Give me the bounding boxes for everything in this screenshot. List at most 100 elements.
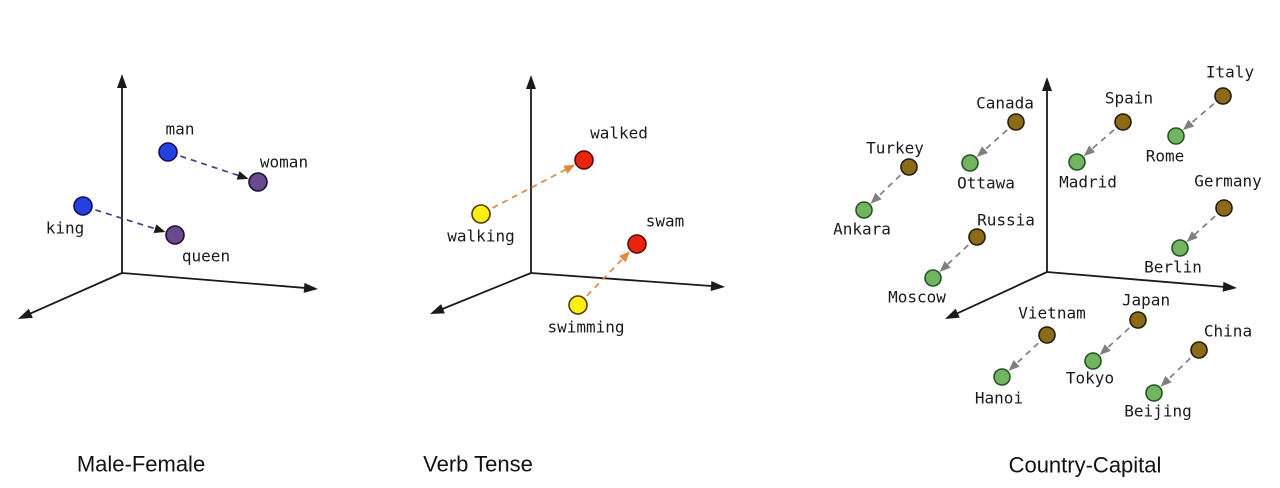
point-label-man: man	[166, 120, 195, 139]
relation-arrowhead-icon-madrid	[1083, 145, 1096, 157]
point-label-walking: walking	[447, 227, 514, 246]
relation-arrowhead-icon-tokyo	[1099, 344, 1111, 355]
point-label-vietnam: Vietnam	[1018, 304, 1085, 323]
point-label-italy: Italy	[1206, 63, 1255, 82]
point-japan	[1129, 311, 1147, 329]
point-ottawa	[961, 154, 979, 172]
point-ankara	[855, 201, 873, 219]
point-berlin	[1171, 239, 1189, 257]
point-queen	[165, 225, 185, 245]
point-canada	[1007, 113, 1025, 131]
relation-arrow-turkey-ankara	[875, 174, 901, 199]
point-tokyo	[1084, 352, 1102, 370]
point-spain	[1114, 113, 1132, 131]
panel-caption-male-female: Male-Female	[77, 452, 205, 477]
point-label-canada: Canada	[976, 94, 1034, 113]
axis-left	[26, 272, 123, 316]
point-label-ankara: Ankara	[833, 220, 891, 239]
axis-right	[1046, 271, 1228, 289]
axis-left-arrowhead-icon	[430, 304, 445, 314]
axis-left-arrowhead-icon	[945, 308, 960, 319]
point-china	[1190, 341, 1208, 359]
axis-up-arrowhead-icon	[117, 74, 127, 88]
point-turkey	[900, 158, 918, 176]
relation-arrow-canada-ottawa	[982, 129, 1008, 153]
point-label-beijing: Beijing	[1124, 402, 1191, 421]
point-woman	[248, 172, 268, 192]
relation-arrow-russia-moscow	[944, 244, 969, 268]
point-italy	[1214, 87, 1232, 105]
panel-caption-verb-tense: Verb Tense	[423, 452, 533, 477]
point-swimming	[568, 295, 588, 315]
relation-arrowhead-icon-ottawa	[976, 146, 988, 158]
point-hanoi	[993, 368, 1011, 386]
relation-arrow-italy-rome	[1188, 103, 1215, 126]
point-king	[73, 196, 93, 216]
relation-arrow-swimming-swam	[586, 256, 626, 297]
axis-left	[438, 272, 532, 312]
point-swam	[627, 234, 647, 254]
panel-caption-country-capital: Country-Capital	[1009, 453, 1162, 478]
point-label-ottawa: Ottawa	[957, 174, 1015, 193]
point-label-walked: walked	[590, 124, 648, 143]
point-moscow	[924, 269, 942, 287]
point-label-moscow: Moscow	[888, 288, 946, 307]
relation-arrow-king-queen	[95, 209, 159, 231]
relation-arrow-germany-berlin	[1192, 215, 1216, 238]
relation-arrow-spain-madrid	[1089, 129, 1115, 152]
point-label-china: China	[1204, 322, 1252, 341]
point-beijing	[1145, 384, 1163, 402]
point-label-madrid: Madrid	[1059, 173, 1117, 192]
relation-arrow-vietnam-hanoi	[1013, 342, 1039, 367]
relation-arrowhead-icon-hanoi	[1008, 360, 1020, 371]
point-label-spain: Spain	[1105, 89, 1153, 108]
point-russia	[968, 228, 986, 246]
relation-arrowhead-icon-queen	[153, 224, 166, 233]
relation-arrowhead-icon-berlin	[1186, 231, 1198, 242]
point-vietnam	[1038, 326, 1056, 344]
point-label-hanoi: Hanoi	[975, 389, 1023, 408]
relation-arrowhead-icon-ankara	[870, 192, 882, 204]
point-label-swam: swam	[646, 212, 685, 231]
axis-right-arrowhead-icon	[303, 282, 318, 293]
axis-right-arrowhead-icon	[1222, 281, 1237, 292]
point-label-berlin: Berlin	[1144, 258, 1202, 277]
relation-arrowhead-icon-rome	[1182, 119, 1195, 131]
relation-arrow-china-beijing	[1165, 357, 1191, 382]
relation-arrowhead-icon-moscow	[939, 261, 951, 272]
axis-up-arrowhead-icon	[1042, 77, 1052, 91]
point-label-king: king	[46, 219, 85, 238]
relation-arrowhead-icon-walked	[563, 164, 576, 174]
axis-right	[121, 272, 309, 290]
point-label-germany: Germany	[1194, 172, 1262, 191]
point-madrid	[1068, 153, 1086, 171]
point-man	[158, 142, 178, 162]
point-label-turkey: Turkey	[866, 139, 924, 158]
axis-up-arrowhead-icon	[526, 75, 536, 89]
axis-right	[530, 272, 716, 288]
point-label-tokyo: Tokyo	[1066, 369, 1114, 388]
relation-arrowhead-icon-beijing	[1160, 375, 1172, 387]
point-label-queen: queen	[182, 247, 230, 266]
point-label-japan: Japan	[1122, 291, 1170, 310]
point-label-swimming: swimming	[547, 318, 624, 337]
axis-right-arrowhead-icon	[710, 281, 725, 291]
relation-arrow-japan-tokyo	[1104, 327, 1130, 351]
point-label-russia: Russia	[977, 211, 1035, 230]
point-rome	[1167, 127, 1185, 145]
point-label-rome: Rome	[1146, 147, 1185, 166]
point-walking	[471, 204, 491, 224]
point-walked	[574, 150, 594, 170]
relation-arrowhead-icon-woman	[236, 171, 249, 180]
point-label-woman: woman	[260, 153, 308, 172]
relation-arrowhead-icon-swam	[619, 251, 631, 263]
relation-arrow-walking-walked	[492, 167, 569, 209]
axis-left	[953, 271, 1048, 316]
relation-arrow-man-woman	[180, 155, 242, 178]
axis-left-arrowhead-icon	[18, 308, 33, 319]
